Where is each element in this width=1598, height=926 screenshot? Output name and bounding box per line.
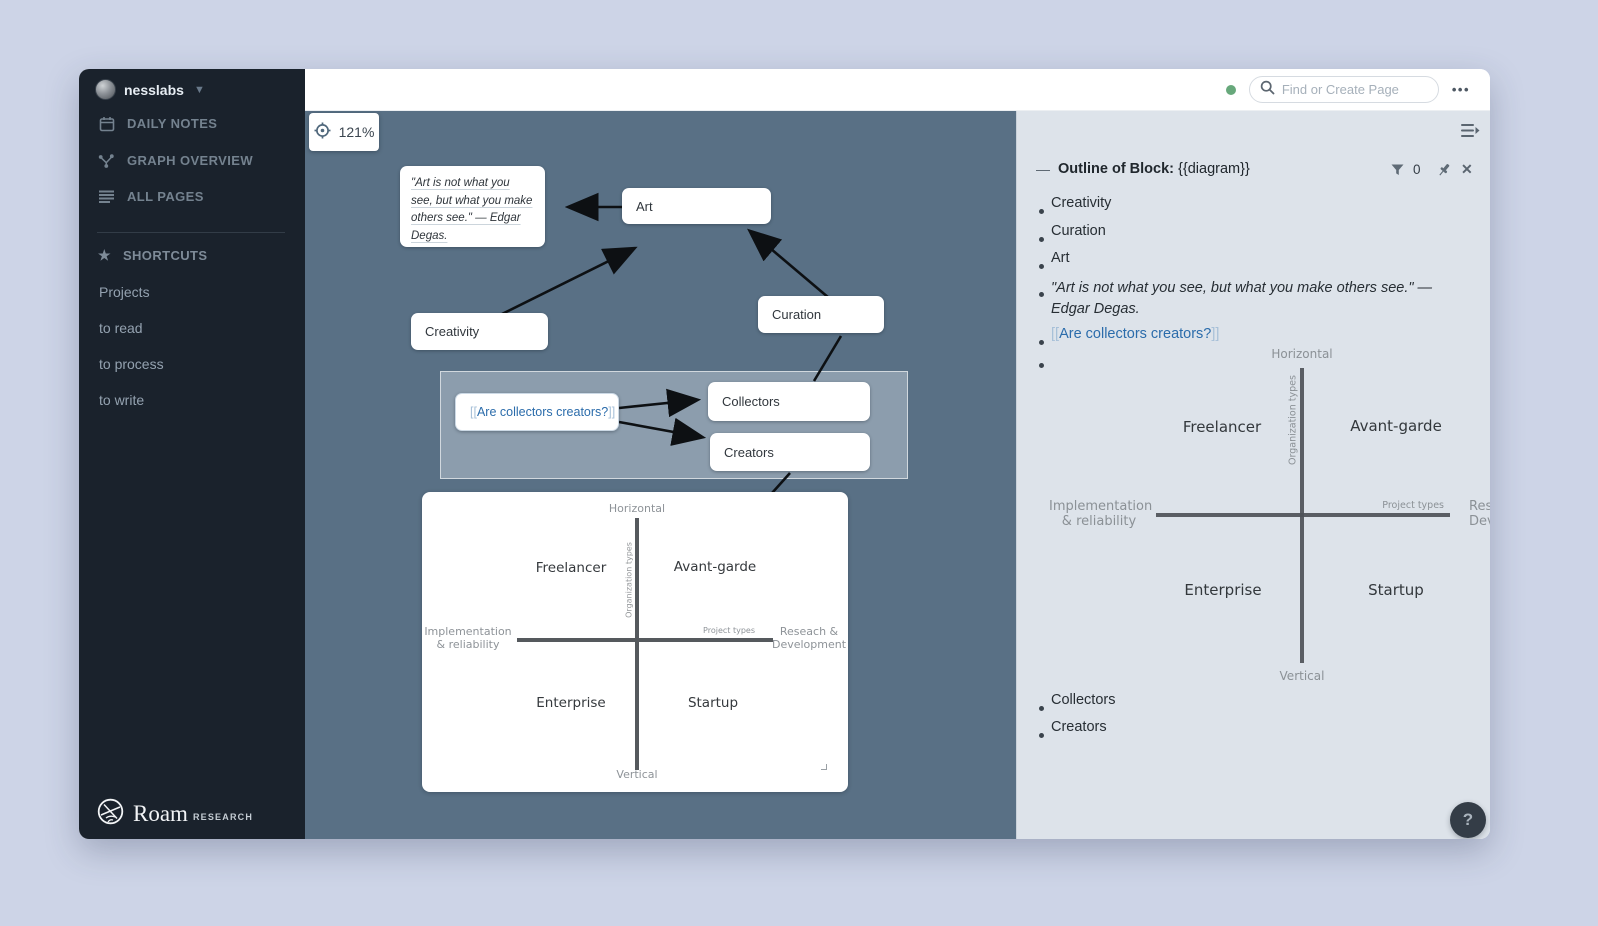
bullet-dot[interactable] [1039, 363, 1044, 368]
avatar [95, 79, 116, 100]
bullet-dot[interactable] [1039, 733, 1044, 738]
page-link[interactable]: Are collectors creators? [1059, 326, 1212, 342]
shortcut-to-write[interactable]: to write [99, 392, 145, 408]
search-box[interactable] [1248, 76, 1439, 103]
node-art[interactable]: Art [622, 188, 771, 224]
help-button[interactable]: ? [1450, 802, 1486, 838]
page-link[interactable]: Are collectors creators? [476, 405, 609, 419]
app-window: nesslabs ▼ DAILY NOTES GRAPH OVERVIEW AL… [79, 69, 1490, 839]
quadrant-avant-garde: Avant-garde [673, 559, 757, 575]
matrix-vertical-axis [635, 518, 639, 770]
graph-icon [98, 152, 115, 169]
outline-item[interactable]: Art [1051, 250, 1070, 266]
sidebar-item-label: GRAPH OVERVIEW [127, 153, 253, 168]
corner-resize-icon [821, 764, 827, 770]
search-icon [1260, 80, 1275, 100]
zoom-level: 121% [338, 124, 375, 140]
bullet-dot[interactable] [1039, 264, 1044, 269]
roam-logo[interactable]: Roam RESEARCH [97, 798, 253, 830]
roam-logo-text: Roam [133, 801, 188, 826]
roam-logo-icon [97, 798, 124, 830]
shortcut-projects[interactable]: Projects [99, 284, 150, 300]
sidebar-toggle-icon[interactable] [1461, 123, 1480, 143]
matrix-top-label: Horizontal [608, 502, 666, 515]
bullet-dot[interactable] [1039, 209, 1044, 214]
node-curation[interactable]: Curation [758, 296, 884, 333]
diagram-canvas[interactable]: 121% "Art is not what you see, but what … [305, 111, 1016, 839]
outline-header: — Outline of Block: {{diagram}} 0 ✕ [1017, 161, 1490, 181]
bullet-dot[interactable] [1039, 292, 1044, 297]
bullet-dot[interactable] [1039, 237, 1044, 242]
sidebar-item-all-pages[interactable]: ALL PAGES [98, 188, 204, 205]
close-icon[interactable]: ✕ [1461, 161, 1473, 177]
matrix-left-label: Implementation & reliability [424, 625, 512, 651]
calendar-icon [98, 115, 115, 132]
matrix-haxis-label: Project types [703, 626, 755, 635]
quadrant-startup: Startup [687, 695, 739, 711]
star-icon: ★ [98, 247, 111, 263]
online-status-dot [1225, 84, 1236, 95]
account-switcher[interactable]: nesslabs ▼ [95, 79, 205, 100]
sidebar-item-graph-overview[interactable]: GRAPH OVERVIEW [98, 152, 253, 169]
outline-item[interactable]: Creativity [1051, 195, 1112, 211]
account-name: nesslabs [124, 81, 184, 98]
node-creativity[interactable]: Creativity [411, 313, 548, 350]
filter-count: 0 [1413, 162, 1421, 177]
outline-item[interactable]: Creators [1051, 719, 1107, 735]
chevron-down-icon: ▼ [193, 83, 205, 96]
topbar: ••• [305, 69, 1490, 111]
zoom-control[interactable]: 121% [309, 113, 379, 151]
pages-icon [98, 188, 115, 205]
sidebar-item-label: DAILY NOTES [127, 116, 218, 131]
sidebar-item-label: ALL PAGES [127, 189, 204, 204]
matrix-horizontal-axis [517, 638, 773, 642]
pin-icon[interactable] [1436, 162, 1452, 183]
quadrant-freelancer: Freelancer [535, 560, 607, 576]
node-quote[interactable]: "Art is not what you see, but what you m… [400, 166, 545, 247]
matrix-diagram-panel[interactable]: Horizontal Organization types Project ty… [422, 492, 848, 792]
node-page-link[interactable]: [[Are collectors creators?]] [455, 393, 619, 431]
target-icon [314, 122, 331, 142]
shortcut-to-process[interactable]: to process [99, 356, 164, 372]
matrix-bottom-label: Vertical [616, 768, 658, 781]
link-bracket-close: ]] [608, 405, 616, 419]
collapse-button[interactable]: — [1036, 161, 1050, 177]
node-collectors[interactable]: Collectors [708, 382, 870, 421]
sidebar-divider [97, 232, 285, 233]
bullet-dot[interactable] [1039, 706, 1044, 711]
node-creators[interactable]: Creators [710, 433, 870, 471]
sidebar-item-daily-notes[interactable]: DAILY NOTES [98, 115, 217, 132]
bullet-dot[interactable] [1039, 340, 1044, 345]
matrix-vaxis-label: Organization types [624, 542, 634, 618]
more-options-button[interactable]: ••• [1451, 82, 1470, 97]
outline-item-link[interactable]: [[Are collectors creators?]] [1051, 326, 1220, 342]
quadrant-enterprise: Enterprise [536, 695, 606, 711]
shortcut-to-read[interactable]: to read [99, 320, 143, 336]
outline-item-quote[interactable]: "Art is not what you see, but what you m… [1051, 280, 1433, 317]
outline-item[interactable]: Curation [1051, 223, 1106, 239]
outline-title: Outline of Block: {{diagram}} [1058, 161, 1250, 177]
outline-item[interactable]: Collectors [1051, 692, 1116, 708]
filter-icon[interactable] [1391, 163, 1404, 181]
link-bracket-open: [[ [470, 405, 477, 419]
right-sidebar-panel: — Outline of Block: {{diagram}} 0 ✕ Crea… [1016, 111, 1490, 839]
left-sidebar: nesslabs ▼ DAILY NOTES GRAPH OVERVIEW AL… [79, 69, 305, 839]
matrix-right-label: Reseach & Development [771, 625, 847, 651]
roam-logo-subtext: RESEARCH [192, 812, 254, 822]
shortcuts-header: ★ SHORTCUTS [98, 247, 208, 263]
search-input[interactable] [1281, 82, 1422, 97]
